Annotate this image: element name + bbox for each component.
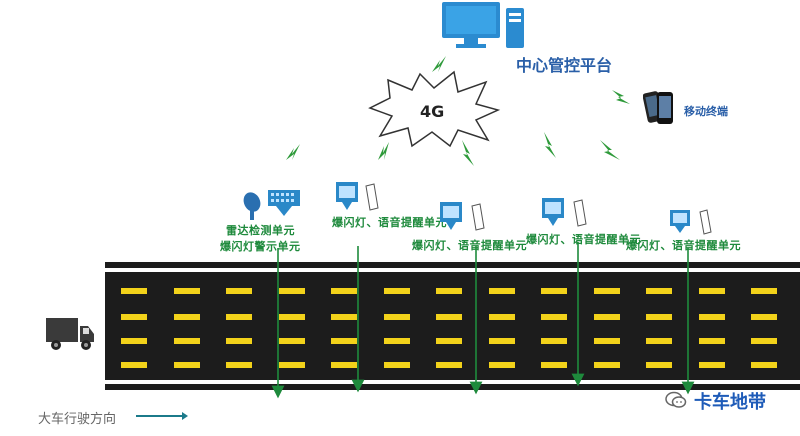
direction-label: 大车行驶方向	[38, 408, 116, 427]
truck-icon	[44, 314, 96, 352]
truck	[44, 314, 96, 352]
wechat-icon	[664, 390, 688, 410]
arrow-right-icon	[134, 409, 190, 423]
watermark: 卡车地带	[694, 388, 766, 414]
direction-arrow	[134, 408, 190, 422]
